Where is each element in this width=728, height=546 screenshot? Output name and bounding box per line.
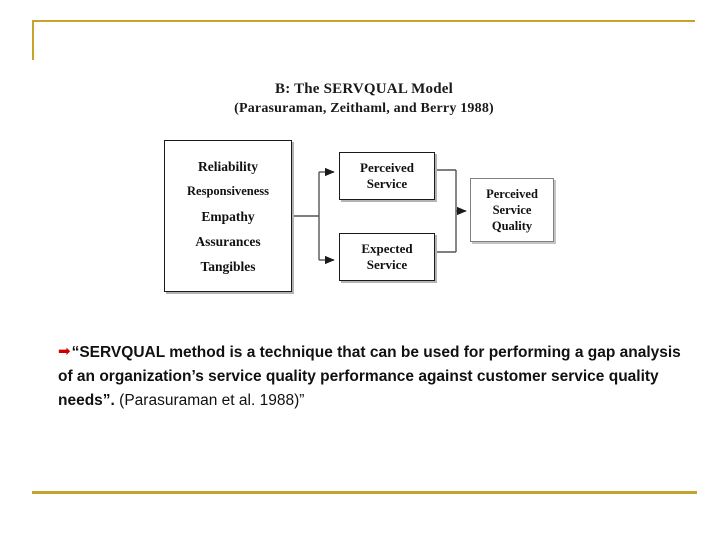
dimension-item-assurances: Assurances	[195, 233, 261, 249]
arrow-bullet-icon: ➡	[58, 343, 71, 360]
perceived-service-line-2: Service	[366, 176, 408, 191]
dimension-item-empathy: Empathy	[201, 208, 255, 224]
dimension-item-responsiveness: Responsiveness	[187, 183, 269, 198]
box-perceived-service: Perceived Service	[339, 152, 435, 200]
box-service-quality-dimensions: Reliability Responsiveness Empathy Assur…	[164, 140, 292, 292]
bullet-quote-text: “SERVQUAL method is a technique that can…	[58, 344, 681, 409]
figure-title-line-1: B: The SERVQUAL Model	[274, 81, 453, 97]
perceived-service-quality-line-2: Service	[492, 203, 532, 217]
box-expected-service: Expected Service	[339, 233, 435, 281]
figure-title: B: The SERVQUAL Model (Parasuraman, Zeit…	[0, 80, 728, 118]
perceived-service-quality-line-1: Perceived	[486, 187, 538, 201]
box-perceived-service-quality: Perceived Service Quality	[470, 178, 554, 242]
decorative-rule-bottom	[32, 491, 697, 494]
expected-service-line-2: Service	[366, 257, 408, 272]
figure-title-line-2: (Parasuraman, Zeithaml, and Berry 1988)	[234, 101, 494, 116]
decorative-rule-left	[32, 20, 34, 60]
expected-service-line-1: Expected	[361, 241, 413, 256]
perceived-service-line-1: Perceived	[360, 160, 414, 175]
dimension-item-tangibles: Tangibles	[200, 258, 256, 274]
decorative-rule-top	[32, 20, 695, 22]
dimension-item-reliability: Reliability	[198, 158, 258, 174]
body-bullet-paragraph: ➡“SERVQUAL method is a technique that ca…	[58, 340, 698, 413]
bullet-citation-text: (Parasuraman et al. 1988)”	[114, 392, 305, 409]
perceived-service-quality-line-3: Quality	[491, 219, 533, 233]
